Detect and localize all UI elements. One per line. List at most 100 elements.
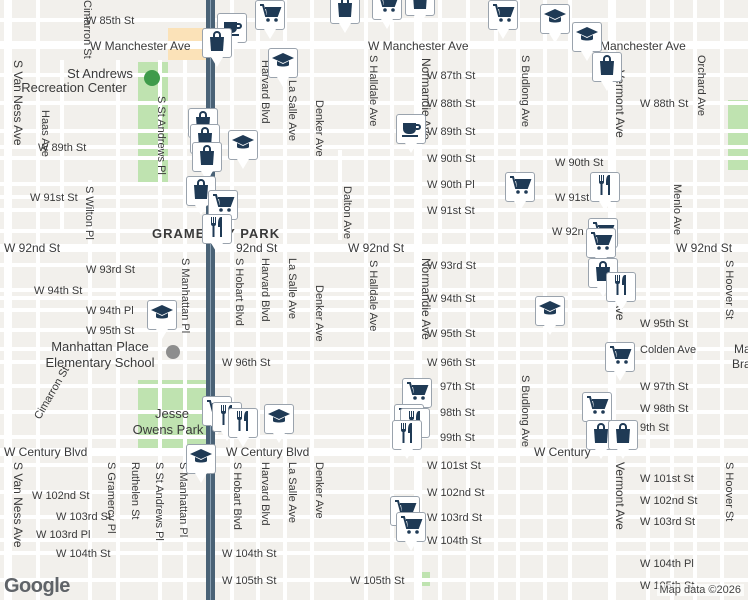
poi-pin[interactable] <box>590 172 620 214</box>
street-label-w104th-west: W 104th St <box>56 548 110 560</box>
poi-pin[interactable] <box>592 52 622 94</box>
street-label-w92nd-center: 92nd St <box>236 241 278 255</box>
svg-text:Jesse: Jesse <box>155 406 189 421</box>
shopping-bag-icon <box>205 29 229 58</box>
poi-pin[interactable] <box>608 420 638 462</box>
svg-text:Owens Park: Owens Park <box>133 422 204 437</box>
shopping-cart-icon <box>375 0 399 20</box>
fork-knife-icon <box>593 173 617 202</box>
street-label-hobart-south: S Hobart Blvd <box>231 462 243 530</box>
street-label-w95th-mid: W 95th St <box>427 328 475 340</box>
shopping-bag-icon <box>595 53 619 82</box>
street-label-dalton: Dalton Ave <box>341 186 353 239</box>
street-label-w103rd-east: W 103rd St <box>640 516 695 528</box>
street-label-w92nd-mid: W 92nd St <box>348 241 405 255</box>
street-label-w98th-east: W 98th St <box>640 403 688 415</box>
street-label-la-salle-mid: La Salle Ave <box>286 258 298 319</box>
poi-pin[interactable] <box>202 28 232 70</box>
shopping-cart-icon <box>585 393 609 422</box>
shopping-cart-icon <box>508 173 532 202</box>
street-label-w99th-mid: 99th St <box>440 432 475 444</box>
street-label-w92nd-west: W 92nd St <box>4 241 61 255</box>
poi-pin[interactable] <box>396 512 426 554</box>
street-label-w105th-mid: W 105th St <box>350 575 404 587</box>
poi-pin[interactable] <box>540 4 570 46</box>
street-label-st-andrews-south: S St Andrews Pl <box>153 462 165 541</box>
street-label-w90th-mid: W 90th St <box>427 153 475 165</box>
shopping-bag-icon <box>333 0 357 24</box>
street-label-van-ness-south: S Van Ness Ave <box>11 462 25 548</box>
poi-pin[interactable] <box>228 408 258 450</box>
poi-pin[interactable] <box>330 0 360 36</box>
street-label-century-east: W Century <box>534 445 591 459</box>
street-label-normandie-south: Normandie Ave <box>419 258 433 340</box>
street-label-w92nd-short: W 92n <box>552 226 584 238</box>
poi-pin[interactable] <box>268 48 298 90</box>
street-label-cimarron-north: Cimarron St <box>81 0 93 59</box>
street-label-w103rd-west: W 103rd St <box>56 511 111 523</box>
poi-pin[interactable] <box>147 300 177 342</box>
poi-pin[interactable] <box>505 172 535 214</box>
shopping-cart-icon <box>608 343 632 372</box>
poi-pin[interactable] <box>192 142 222 184</box>
minor-streets-ns <box>36 0 724 600</box>
poi-pin[interactable] <box>405 0 435 28</box>
street-label-w105th-center: W 105th St <box>222 575 276 587</box>
street-label-w93rd-west: W 93rd St <box>86 264 135 276</box>
svg-text:Ma: Ma <box>734 342 748 356</box>
svg-text:Manhattan Place: Manhattan Place <box>51 339 149 354</box>
street-label-century-center: W Century Blvd <box>226 445 309 459</box>
poi-pin[interactable] <box>202 214 232 256</box>
street-label-budlong-north: S Budlong Ave <box>519 55 531 127</box>
street-label-hoover-north: S Hoover St <box>723 260 735 319</box>
poi-pin[interactable] <box>605 342 635 384</box>
poi-pin[interactable] <box>392 420 422 462</box>
poi-pin[interactable] <box>606 272 636 314</box>
street-label-manchester-east: Manchester Ave <box>600 39 686 53</box>
graduation-cap-icon <box>231 131 255 160</box>
poi-pin[interactable] <box>228 130 258 172</box>
street-label-harvard-south: Harvard Blvd <box>259 462 271 526</box>
street-label-wilton: S Wilton Pl <box>83 186 95 240</box>
street-label-w91st-west: W 91st St <box>30 192 78 204</box>
jesse-owens-park <box>138 380 208 452</box>
street-label-haas: Haas Ave <box>39 110 51 157</box>
graduation-cap-icon <box>150 301 174 330</box>
street-label-w99th-east: 9th St <box>640 422 669 434</box>
street-label-w96th-west: W 96th St <box>222 357 270 369</box>
shopping-cart-icon <box>211 191 235 220</box>
street-label-w90th-east: W 90th St <box>555 157 603 169</box>
google-logo: Google <box>4 575 70 597</box>
graduation-cap-icon <box>543 5 567 34</box>
poi-pin[interactable] <box>535 296 565 338</box>
street-label-menlo: Menlo Ave <box>671 184 683 235</box>
poi-pin[interactable] <box>572 22 602 64</box>
poi-pin[interactable] <box>488 0 518 42</box>
street-label-w94th-pl: W 94th Pl <box>86 305 134 317</box>
shopping-bag-icon <box>195 143 219 172</box>
street-label-w97th-east: W 97th St <box>640 381 688 393</box>
map-attribution[interactable]: Map data ©2026 <box>656 584 744 596</box>
street-label-hobart-north: S Hobart Blvd <box>233 258 245 326</box>
street-label-la-salle-south: La Salle Ave <box>286 462 298 523</box>
park-label: Jesse Owens Park <box>133 406 204 437</box>
coffee-icon <box>399 115 423 144</box>
poi-pin[interactable] <box>186 444 216 486</box>
street-label-w104th-pl: W 104th Pl <box>640 558 694 570</box>
poi-pin[interactable] <box>255 0 285 42</box>
street-label-w97th-mid: 97th St <box>440 381 475 393</box>
poi-pin[interactable] <box>264 404 294 446</box>
poi-pin[interactable] <box>396 114 426 156</box>
shopping-cart-icon <box>405 379 429 408</box>
street-label-ruthelen: Ruthelen St <box>129 462 141 519</box>
poi-pin[interactable] <box>372 0 402 32</box>
street-label-halldale-north: S Halldale Ave <box>367 55 379 126</box>
shopping-cart-icon <box>258 1 282 30</box>
street-label-gramercy: S Gramercy Pl <box>105 462 117 534</box>
svg-text:Branc: Branc <box>732 357 748 371</box>
street-label-manhattan-north: S Manhattan Pl <box>179 258 191 333</box>
street-label-century-west: W Century Blvd <box>4 445 87 459</box>
shopping-bag-icon <box>589 421 613 450</box>
shopping-cart-icon <box>589 229 613 258</box>
fork-knife-icon <box>395 421 419 450</box>
